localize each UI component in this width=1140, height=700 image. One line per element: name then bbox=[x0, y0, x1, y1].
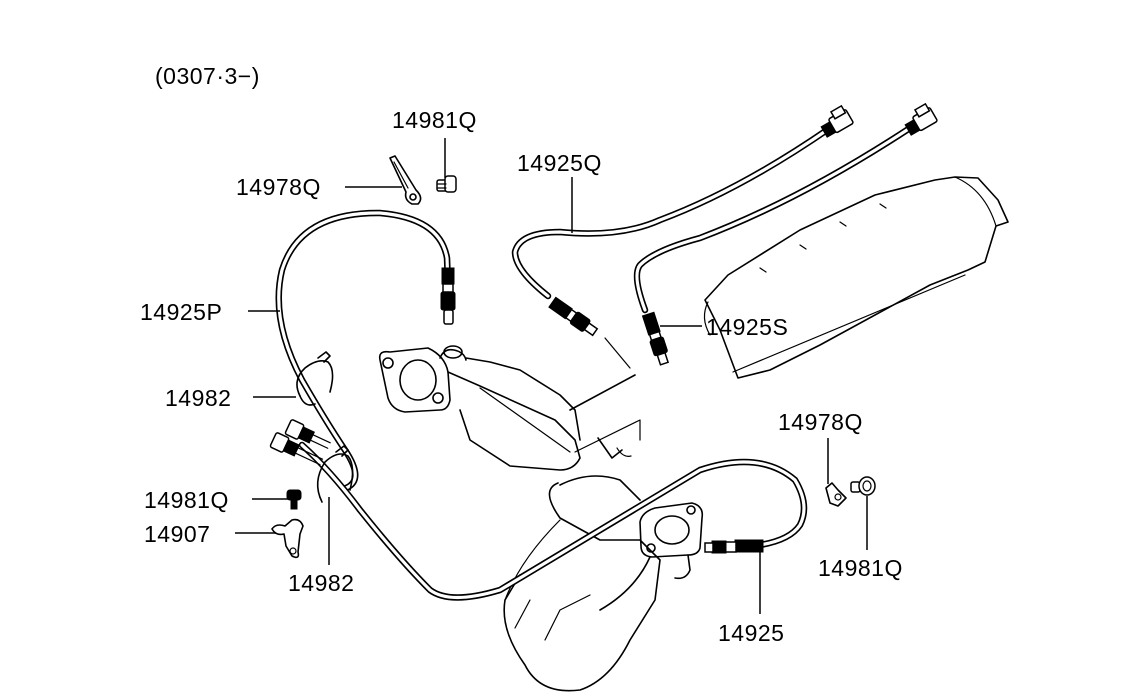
bolt-14981Q-right bbox=[850, 476, 876, 496]
sensor-14925Q-cable bbox=[511, 104, 854, 337]
front-catalyst bbox=[378, 337, 641, 471]
callout-labels: 14981Q 14978Q 14925Q 14925P 14925S 14982… bbox=[140, 107, 903, 646]
applicability-code: (0307·3−) bbox=[155, 63, 260, 89]
leader-lines bbox=[235, 138, 868, 614]
callout-14907: 14907 bbox=[144, 521, 210, 547]
callout-14981Q-left: 14981Q bbox=[144, 487, 229, 513]
sensor-14925P-cable bbox=[275, 209, 456, 492]
bracket-14978Q-top bbox=[389, 155, 422, 205]
bracket-14978Q-right bbox=[825, 482, 847, 507]
callout-14982-lower: 14982 bbox=[288, 570, 354, 596]
bracket-14907 bbox=[271, 518, 304, 559]
bolt-14981Q-top bbox=[436, 175, 457, 193]
sensor-14925-cable bbox=[298, 441, 808, 601]
callout-14925Q: 14925Q bbox=[517, 150, 602, 176]
sensor-14925S-cable bbox=[633, 102, 938, 366]
callout-14981Q-top: 14981Q bbox=[392, 107, 477, 133]
callout-14925: 14925 bbox=[718, 620, 784, 646]
exhaust-manifold bbox=[503, 475, 704, 692]
left-connectors bbox=[269, 419, 331, 466]
bolt-14981Q-left bbox=[286, 489, 302, 510]
main-catalytic-converter bbox=[703, 176, 1009, 379]
clamp-14982-upper bbox=[296, 351, 334, 406]
callout-14925S: 14925S bbox=[706, 314, 788, 340]
callout-14978Q-right: 14978Q bbox=[778, 409, 863, 435]
callout-14982-upper: 14982 bbox=[165, 385, 231, 411]
callout-14978Q-top: 14978Q bbox=[236, 174, 321, 200]
clamp-14982-lower bbox=[316, 445, 354, 503]
callout-14925P: 14925P bbox=[140, 299, 222, 325]
callout-14981Q-right: 14981Q bbox=[818, 555, 903, 581]
